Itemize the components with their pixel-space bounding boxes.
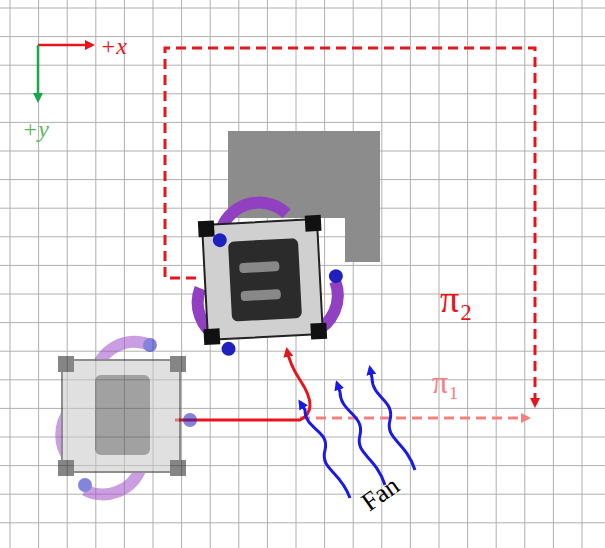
y-axis bbox=[37, 45, 40, 100]
fan-label: Fan bbox=[357, 472, 404, 516]
fan-wind bbox=[300, 368, 415, 498]
path-pi2 bbox=[165, 48, 535, 405]
grid-line bbox=[0, 522, 605, 523]
grid-line bbox=[0, 93, 605, 94]
grid-line bbox=[0, 8, 605, 9]
actual-path bbox=[175, 350, 310, 420]
axis-label: +x bbox=[100, 34, 127, 58]
robot-start bbox=[58, 338, 197, 494]
robot-current bbox=[193, 198, 347, 357]
grid-line bbox=[0, 122, 605, 123]
grid-line bbox=[0, 351, 605, 352]
axis-label: +y bbox=[22, 117, 49, 141]
policy-label: π₁ bbox=[432, 366, 459, 398]
grid-line bbox=[0, 65, 605, 66]
path-pi1 bbox=[300, 417, 528, 420]
policy-label: π₂ bbox=[440, 280, 472, 318]
x-axis bbox=[38, 44, 92, 47]
grid-line bbox=[0, 36, 605, 37]
